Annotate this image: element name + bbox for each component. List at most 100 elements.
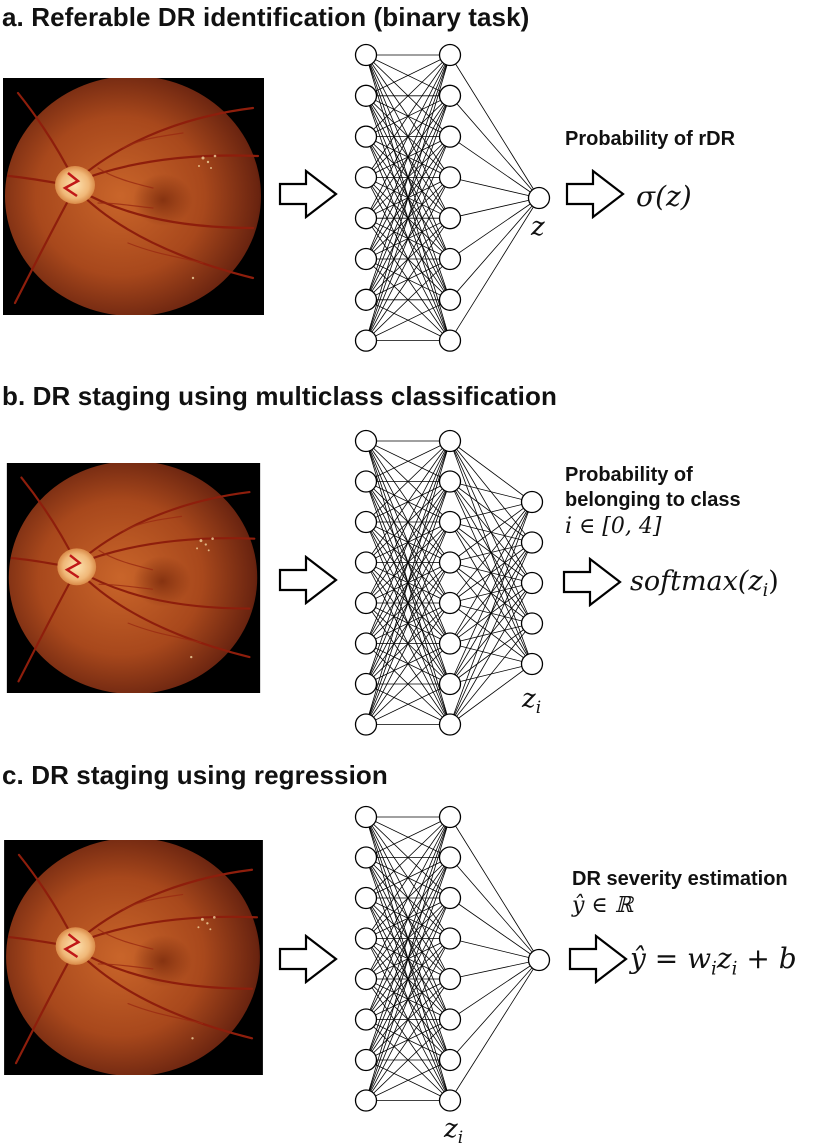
connection-line: [449, 95, 540, 199]
neuron-node: [354, 166, 378, 189]
neuron-node: [438, 551, 462, 574]
connection-line: [449, 542, 533, 725]
neuron-node: [354, 1048, 378, 1072]
neuron-node: [438, 713, 462, 736]
class-range: i ∈ [0, 4]: [565, 514, 662, 539]
neuron-node: [438, 125, 462, 148]
connection-line: [365, 136, 451, 341]
neuron-node: [438, 43, 462, 67]
connection-line: [365, 440, 451, 685]
neuron-node: [527, 948, 551, 972]
neuron-node: [354, 967, 378, 991]
neuron-node: [354, 632, 378, 655]
symbol-main: z: [522, 684, 536, 714]
output-label-line1: Probability of: [565, 464, 693, 486]
connection-line: [365, 602, 451, 725]
neuron-node: [354, 886, 378, 910]
formula-part-1: ŷ = w: [630, 942, 712, 975]
output-formula: σ(z): [636, 180, 692, 213]
neuron-node: [438, 591, 462, 615]
neuron-node: [438, 470, 462, 493]
output-label: DR severity estimation: [572, 868, 788, 890]
connection-line: [365, 521, 451, 725]
connection-line: [365, 54, 451, 300]
connection-line: [449, 501, 533, 604]
connection-line: [449, 197, 540, 260]
neuron-node: [354, 125, 378, 148]
symbol-main: z: [444, 1114, 458, 1144]
neuron-node: [354, 805, 378, 829]
neuron-node: [354, 84, 378, 107]
neuron-node: [438, 927, 462, 950]
neuron-node: [354, 846, 378, 869]
neuron-node: [520, 612, 544, 635]
neuron-node: [438, 247, 462, 271]
connection-line: [365, 54, 451, 137]
connection-line: [449, 663, 533, 725]
connection-line: [365, 440, 451, 482]
neuron-node: [354, 1089, 378, 1112]
connection-line: [449, 959, 540, 1061]
neuron-node: [438, 1008, 462, 1031]
connection-line: [365, 938, 451, 1101]
connection-line: [449, 897, 540, 961]
neuron-node: [438, 805, 462, 829]
output-symbol: z: [531, 212, 545, 242]
connection-line: [365, 54, 451, 260]
neuron-node: [438, 288, 462, 311]
neuron-node: [438, 632, 462, 655]
connection-line: [449, 501, 533, 725]
neuron-node: [527, 186, 551, 210]
output-formula: softmax(zi): [630, 566, 779, 601]
arrow-right-icon: [568, 934, 628, 984]
neuron-node: [354, 207, 378, 230]
neuron-node: [520, 490, 544, 514]
connection-line: [365, 481, 451, 725]
connection-line: [449, 501, 533, 644]
neuron-node: [438, 967, 462, 991]
formula-subscript: i: [762, 581, 769, 602]
connection-line: [365, 440, 451, 604]
connection-line: [365, 816, 451, 939]
connection-line: [365, 897, 451, 1101]
connection-line: [365, 816, 451, 1061]
connection-line: [449, 54, 540, 199]
neuron-node: [438, 1048, 462, 1072]
connection-line: [449, 959, 540, 1101]
neuron-node: [354, 43, 378, 67]
connection-lines: [365, 816, 540, 1101]
output-label: Probability of rDR: [565, 128, 736, 150]
neuron-node: [438, 886, 462, 910]
neuron-node: [438, 329, 462, 352]
connection-lines: [365, 440, 533, 725]
connection-line: [449, 623, 533, 725]
symbol-subscript: i: [535, 696, 542, 717]
neuron-node: [354, 713, 378, 736]
output-formula: ŷ = wizi + b: [630, 942, 797, 979]
panel-title: b. DR staging using multiclass classific…: [2, 381, 557, 411]
formula-part-2: z: [716, 942, 732, 975]
formula-subscript-1: i: [711, 958, 717, 980]
output-symbol: zi: [522, 684, 541, 717]
neuron-node: [520, 652, 544, 676]
connection-line: [449, 959, 540, 980]
neuron-node: [438, 207, 462, 230]
connection-line: [365, 54, 451, 219]
output-label-line2: belonging to class: [565, 489, 741, 511]
neuron-node: [354, 429, 378, 453]
symbol-subscript: i: [457, 1126, 464, 1147]
connection-line: [449, 857, 540, 961]
connection-line: [449, 938, 540, 961]
connection-line: [449, 501, 533, 523]
formula-subscript-2: i: [731, 958, 738, 980]
connection-line: [449, 177, 540, 199]
neuron-node: [354, 288, 378, 311]
neuron-node: [354, 927, 378, 950]
connection-line: [365, 1019, 451, 1101]
connection-line: [365, 978, 451, 1101]
connection-line: [365, 258, 451, 341]
connection-line: [365, 177, 451, 341]
panel-title: c. DR staging using regression: [2, 760, 388, 790]
neuron-node: [354, 470, 378, 493]
